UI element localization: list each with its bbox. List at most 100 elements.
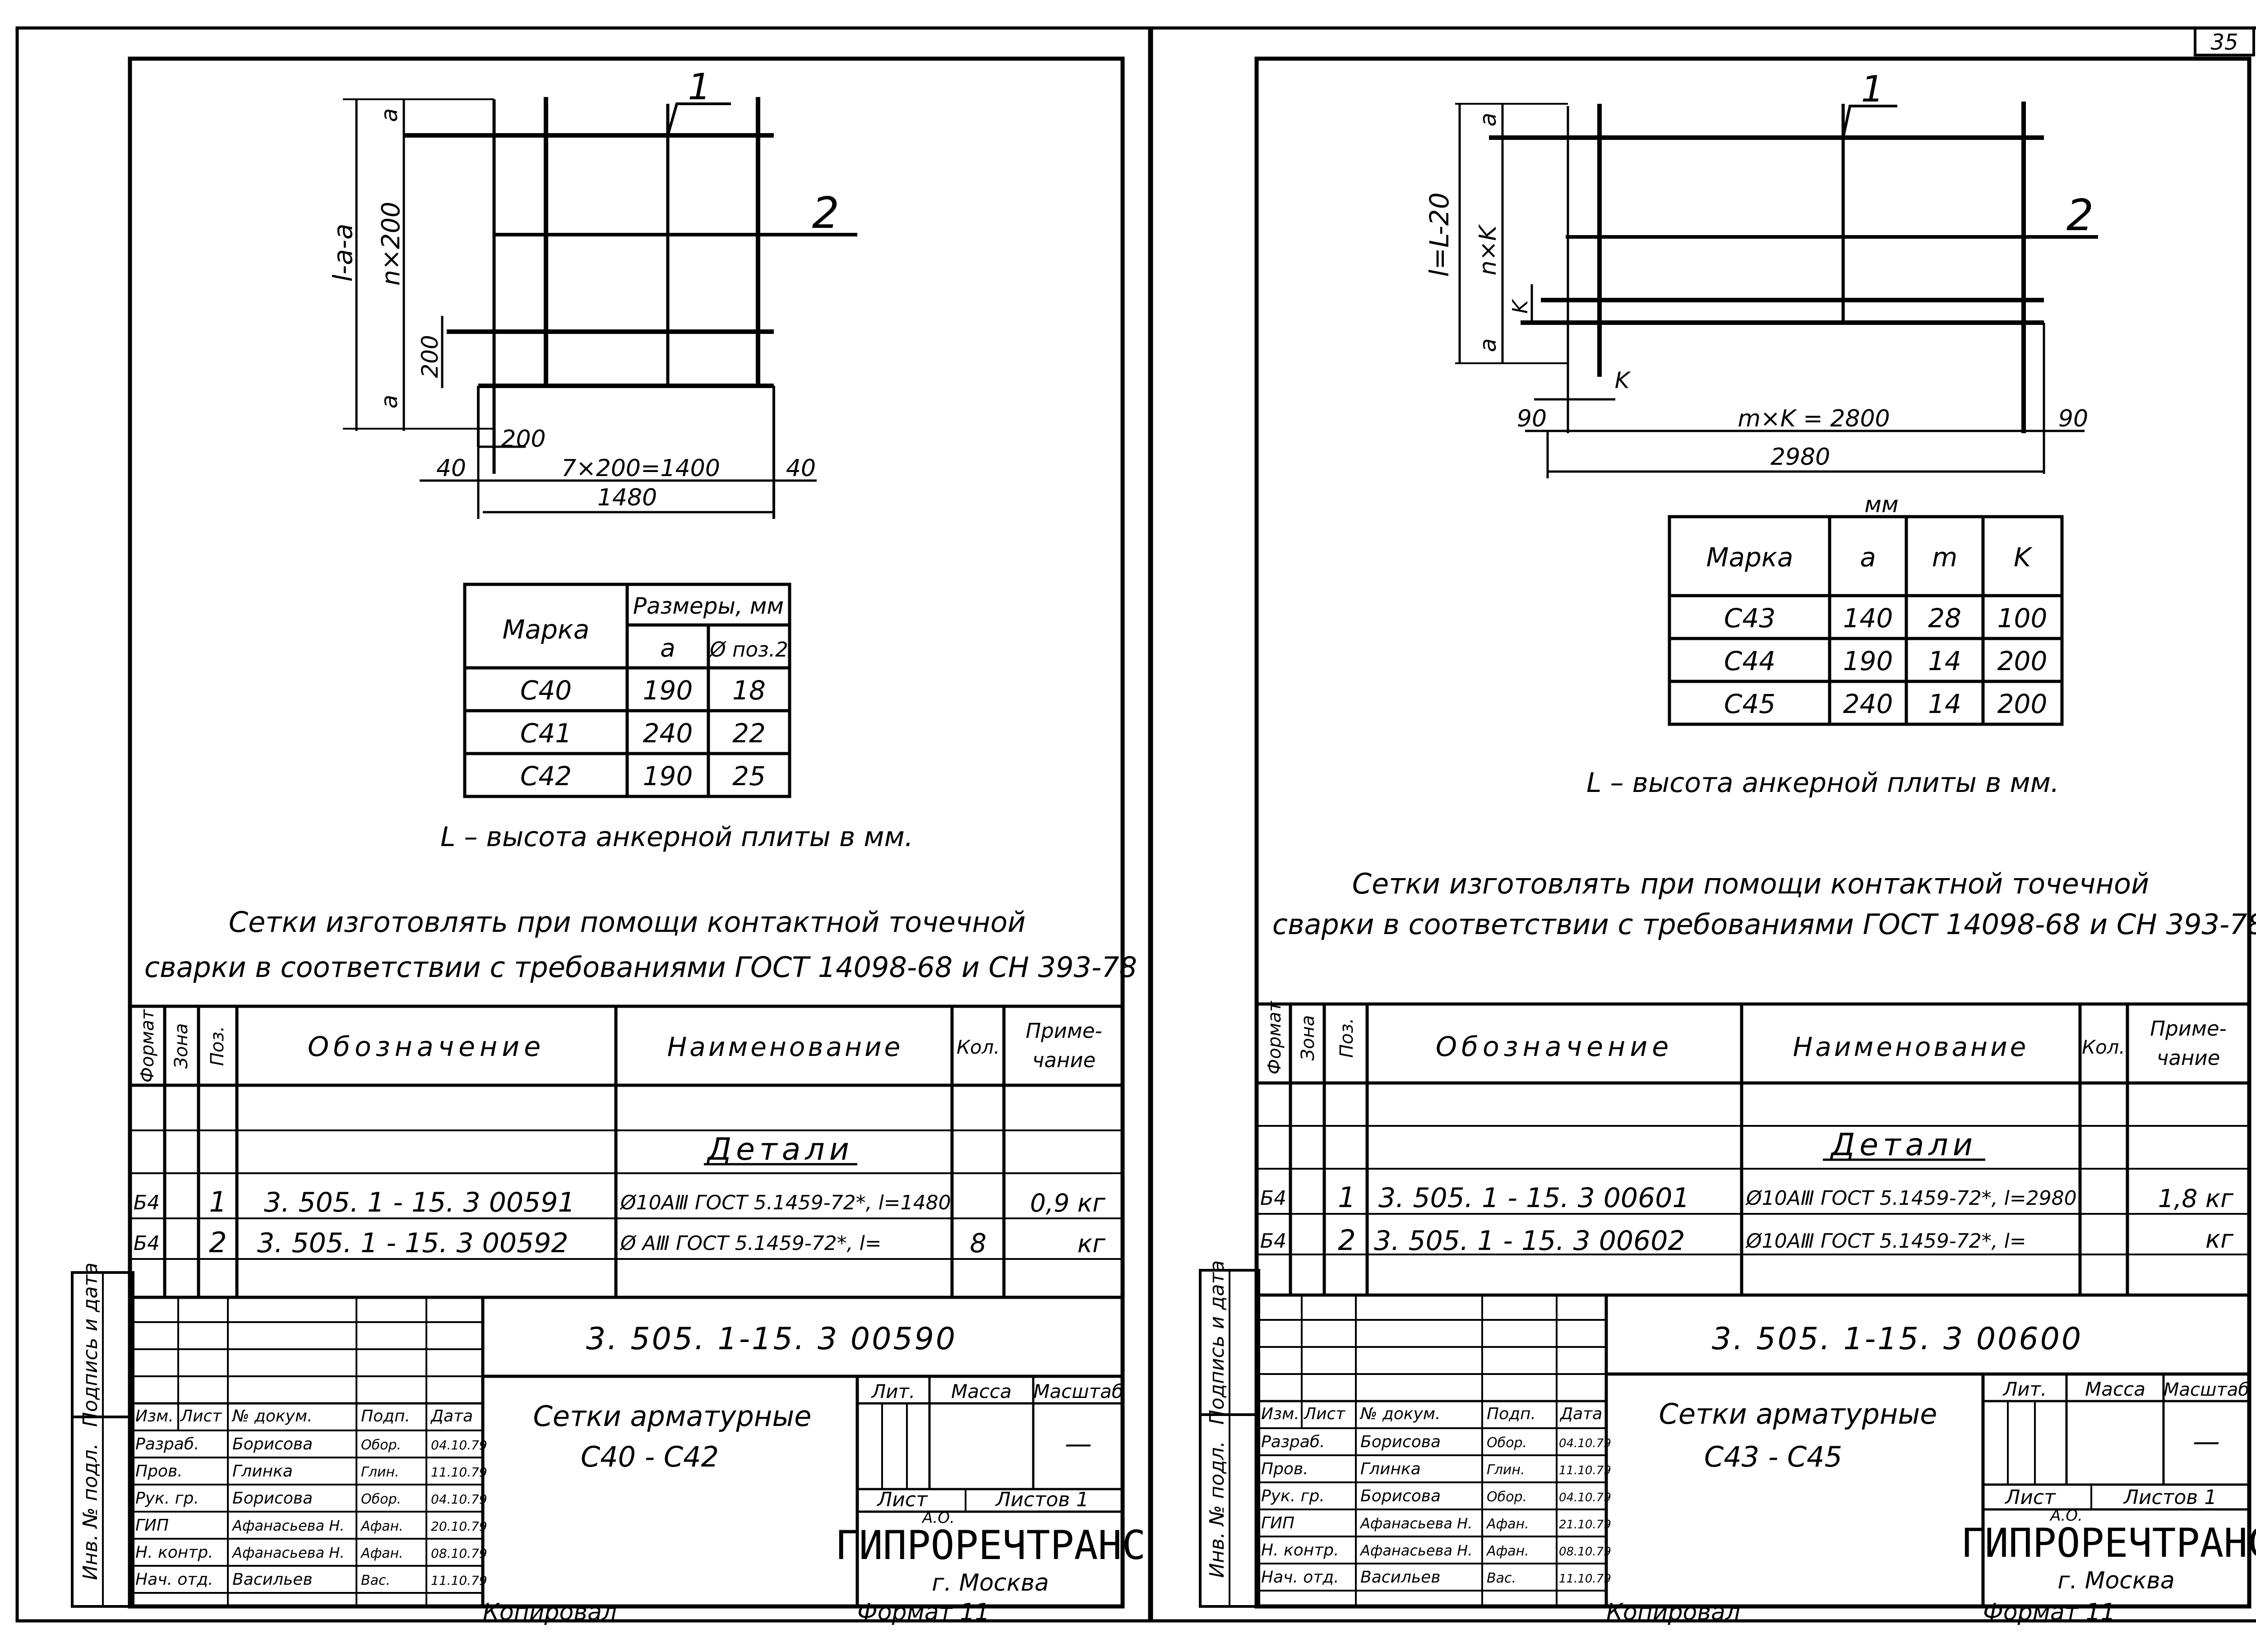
side-label-signature: Подпись и дата (1206, 1260, 1229, 1425)
position-1-label: 1 (688, 66, 711, 108)
left-spec-rows: Б4 1 3. 505. 1 - 15. 3 00591 Ø10АⅢ ГОСТ … (134, 1185, 1106, 1259)
dim-label-90-left: 90 (1517, 405, 1547, 432)
table-cell: 14 (1928, 689, 1961, 719)
role-cell: Борисова (1360, 1433, 1441, 1451)
title-lit: Лит. (871, 1380, 915, 1402)
role-signature: Афан. (360, 1518, 403, 1534)
format-label: Формат 11 (857, 1599, 990, 1626)
spec-header-name: Наименование (667, 1032, 903, 1062)
spec-cell: Ø АⅢ ГОСТ 5.1459-72*, l= (619, 1232, 882, 1255)
side-label-inv: Инв. № подл. (79, 1443, 102, 1580)
title-lit: Лит. (2002, 1378, 2047, 1400)
table-header-sizes: Размеры, мм (633, 593, 784, 619)
title-mass: Масса (951, 1380, 1012, 1402)
table-cell: 190 (643, 675, 693, 706)
role-cell: 08.10.79 (1559, 1545, 1611, 1559)
spec-cell: 1 (209, 1185, 227, 1218)
dim-label-left: l-a-a (328, 223, 358, 282)
spec-header-pos: Поз. (207, 1026, 228, 1066)
spec-header-pos: Поз. (1336, 1018, 1357, 1058)
right-spec-rows: Б4 1 3. 505. 1 - 15. 3 00601 Ø10АⅢ ГОСТ … (1260, 1181, 2234, 1257)
spec-header-zone: Зона (171, 1023, 192, 1069)
role-signature: Афан. (1486, 1543, 1529, 1559)
spec-cell: Ø10АⅢ ГОСТ 5.1459-72*, l= (1745, 1230, 2026, 1253)
role-cell: Пров. (135, 1462, 183, 1481)
role-cell: № докум. (231, 1407, 312, 1425)
role-signature: Глин. (361, 1464, 399, 1480)
role-cell: Подп. (361, 1407, 410, 1425)
role-signature: Афан. (1486, 1516, 1529, 1532)
role-signature: Вас. (361, 1573, 390, 1588)
table-cell: 240 (643, 718, 693, 749)
role-signature: Афан. (360, 1546, 403, 1561)
role-cell: № докум. (1359, 1405, 1440, 1423)
org-name: ГИПРОРЕЧТРАНС (1961, 1520, 2256, 1566)
dim-label-span: m×K = 2800 (1738, 405, 1890, 432)
format-label: Формат 11 (1983, 1599, 2116, 1626)
spec-cell: 8 (970, 1228, 987, 1259)
left-title-block (71, 1271, 1123, 1608)
table-cell: 18 (732, 675, 766, 706)
left-table-rows: C40 190 18 C41 240 22 C42 190 25 (520, 675, 766, 791)
left-mesh-drawing (343, 97, 857, 519)
right-size-table (1668, 515, 2064, 726)
table-cell: 140 (1843, 603, 1893, 634)
left-roles: Изм. Лист № докум. Подп. Дата Разраб. Бо… (135, 1407, 487, 1589)
note-welding-line1: Сетки изготовлять при помощи контактной … (1352, 867, 2149, 900)
role-cell: ГИП (1261, 1514, 1294, 1532)
dim-label-a-top: a (376, 108, 402, 122)
role-cell: Афанасьева Н. (1359, 1542, 1472, 1559)
role-cell: Рук. гр. (135, 1489, 199, 1508)
title-scale: Масштаб (2164, 1379, 2249, 1400)
dim-label-k-horizontal: K (1615, 367, 1632, 393)
role-cell: Васильев (1360, 1568, 1441, 1587)
role-cell: Глинка (1360, 1460, 1421, 1478)
dim-label-k-vertical: K (1508, 298, 1532, 314)
table-cell: 190 (1843, 646, 1893, 676)
dim-label-a-bot: a (1475, 338, 1501, 352)
role-cell: 11.10.79 (431, 1465, 487, 1480)
role-cell: Рук. гр. (1261, 1487, 1325, 1505)
table-cell: 200 (1997, 689, 2048, 719)
table-header-k: K (2014, 542, 2033, 573)
table-cell: C41 (520, 718, 572, 749)
dim-label-nk: n×K (1475, 224, 1502, 276)
spec-header-format: Формат (1264, 1000, 1285, 1074)
role-cell: ГИП (135, 1516, 169, 1535)
table-header-d: Ø поз.2 (709, 638, 788, 662)
spec-cell: Б4 (134, 1232, 160, 1255)
title-sheet: Лист (2004, 1486, 2056, 1509)
table-cell: 14 (1928, 646, 1961, 676)
spec-cell: Б4 (134, 1191, 160, 1214)
spec-section-details: Детали (706, 1132, 854, 1167)
position-2-label: 2 (812, 189, 839, 238)
right-spec-table (1257, 1002, 2249, 1297)
copied-label: Копировал (1606, 1599, 1740, 1626)
left-size-table (463, 583, 791, 798)
role-cell: 04.10.79 (431, 1438, 487, 1453)
role-cell: Афанасьева Н. (1359, 1515, 1472, 1532)
document-title-line1: Сетки арматурные (533, 1400, 812, 1433)
spec-cell: Ø10АⅢ ГОСТ 5.1459-72*, l=1480 (619, 1191, 951, 1214)
position-1-label: 1 (1861, 68, 1884, 110)
spec-header-note2: чание (2157, 1046, 2220, 1070)
spec-cell: 1 (1338, 1181, 1355, 1214)
table-cell: C40 (520, 675, 572, 706)
page-number-box (2194, 27, 2255, 56)
left-page-border (15, 26, 1151, 1623)
role-cell: Разраб. (1261, 1433, 1325, 1451)
spec-cell: кг (2205, 1225, 2234, 1254)
table-cell: 190 (643, 761, 693, 791)
role-cell: Н. контр. (1261, 1541, 1339, 1559)
spec-header-designation: Обозначение (1436, 1031, 1673, 1063)
role-cell: 11.10.79 (1559, 1464, 1611, 1477)
spec-cell: 2 (1338, 1224, 1355, 1257)
title-sheets: Листов 1 (995, 1488, 1089, 1511)
note-welding-line1: Сетки изготовлять при помощи контактной … (229, 906, 1026, 939)
note-anchor-height: L – высота анкерной плиты в мм. (1586, 767, 2059, 799)
table-cell: C43 (1724, 603, 1775, 634)
role-cell: Лист (1303, 1405, 1345, 1423)
spec-header-note1: Приме- (2150, 1017, 2227, 1041)
table-cell: C45 (1724, 689, 1775, 719)
role-cell: Нач. отд. (1261, 1568, 1339, 1587)
